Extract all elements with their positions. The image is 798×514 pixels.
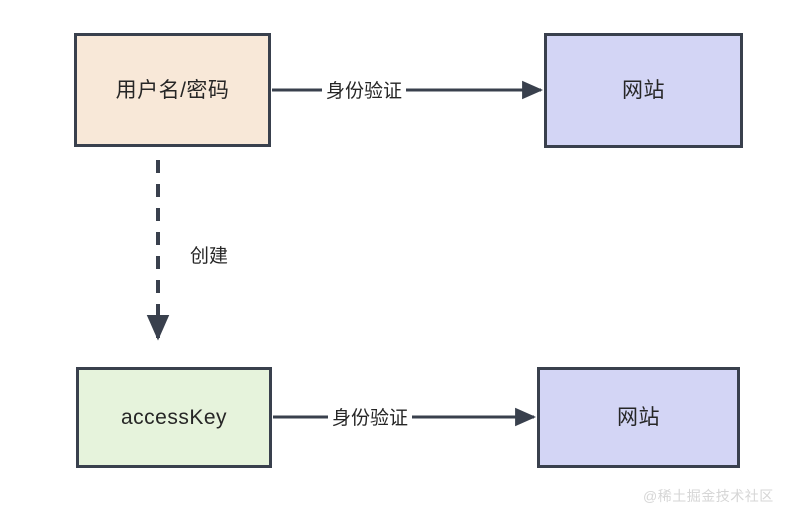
node-accesskey-label: accessKey: [120, 406, 228, 429]
edge-label-auth-top: 身份验证: [322, 80, 407, 103]
node-website-bottom-label: 网站: [617, 406, 660, 429]
edge-label-auth-bottom: 身份验证: [328, 407, 413, 430]
watermark: @稀土掘金技术社区: [643, 488, 774, 504]
node-accesskey[interactable]: accessKey: [76, 367, 272, 468]
node-website-top[interactable]: 网站: [544, 33, 743, 148]
node-credentials[interactable]: 用户名/密码: [74, 33, 271, 147]
edge-label-create: 创建: [186, 245, 233, 268]
node-website-top-label: 网站: [622, 79, 665, 102]
node-website-bottom[interactable]: 网站: [537, 367, 740, 468]
node-credentials-label: 用户名/密码: [115, 78, 230, 102]
